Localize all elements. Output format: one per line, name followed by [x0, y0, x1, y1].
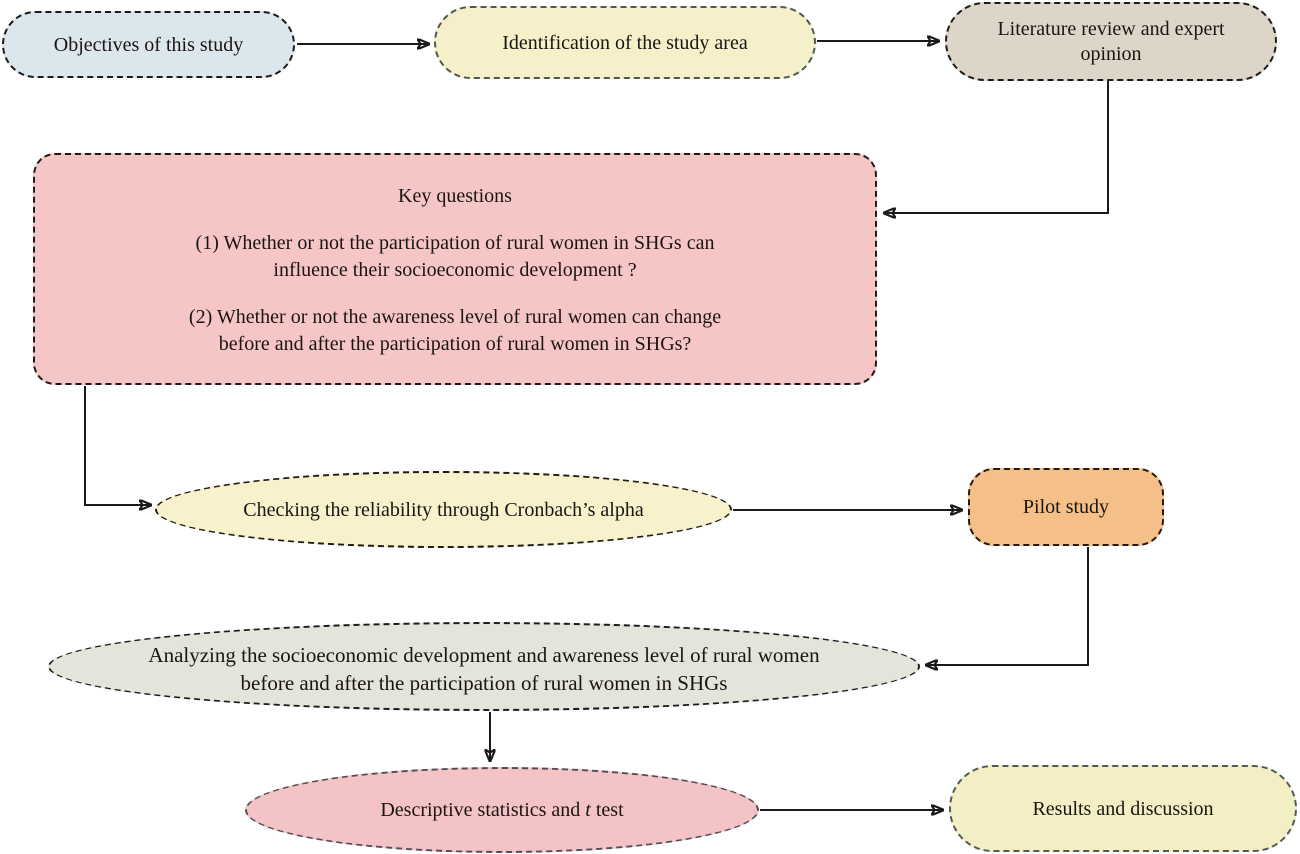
key-question-1-line-2: influence their socioeconomic developmen…	[273, 259, 637, 281]
node-descriptive-statistics: Descriptive statistics and t test	[245, 767, 759, 853]
descriptive-suffix: test	[590, 799, 624, 821]
node-analyzing-line-1: Analyzing the socioeconomic development …	[148, 643, 820, 667]
descriptive-italic-t: t	[585, 799, 591, 821]
node-analyzing-line-2: before and after the participation of ru…	[240, 671, 728, 695]
node-literature-label: Literature review and expert opinion	[997, 17, 1225, 65]
key-question-2: (2) Whether or not the awareness level o…	[35, 304, 875, 358]
node-results-discussion: Results and discussion	[949, 765, 1297, 852]
node-pilot-study: Pilot study	[968, 468, 1164, 546]
key-question-1: (1) Whether or not the participation of …	[35, 230, 875, 284]
node-literature: Literature review and expert opinion	[945, 2, 1277, 81]
node-checking-reliability-label: Checking the reliability through Cronbac…	[243, 498, 644, 521]
node-objectives: Objectives of this study	[2, 11, 295, 78]
arrow-key-questions-to-checking	[84, 386, 151, 505]
descriptive-prefix: Descriptive statistics and	[380, 799, 586, 821]
node-checking-reliability: Checking the reliability through Cronbac…	[155, 471, 732, 548]
node-identification: Identification of the study area	[434, 6, 816, 79]
key-questions-title: Key questions	[398, 185, 512, 207]
node-objectives-label: Objectives of this study	[53, 33, 244, 56]
arrow-pilot-to-analyzing	[926, 547, 1089, 665]
key-question-2-line-1: (2) Whether or not the awareness level o…	[188, 306, 722, 328]
key-question-2-line-2: before and after the participation of ru…	[218, 333, 692, 355]
node-results-discussion-label: Results and discussion	[1032, 797, 1214, 820]
node-key-questions: Key questions (1) Whether or not the par…	[33, 153, 877, 385]
key-question-1-line-1: (1) Whether or not the participation of …	[195, 232, 715, 254]
node-descriptive-statistics-label: Descriptive statistics and t test	[380, 797, 623, 823]
node-identification-label: Identification of the study area	[502, 31, 748, 54]
node-analyzing: Analyzing the socioeconomic development …	[48, 622, 920, 711]
node-pilot-study-label: Pilot study	[1022, 496, 1110, 518]
arrow-literature-to-key-questions	[884, 81, 1109, 213]
